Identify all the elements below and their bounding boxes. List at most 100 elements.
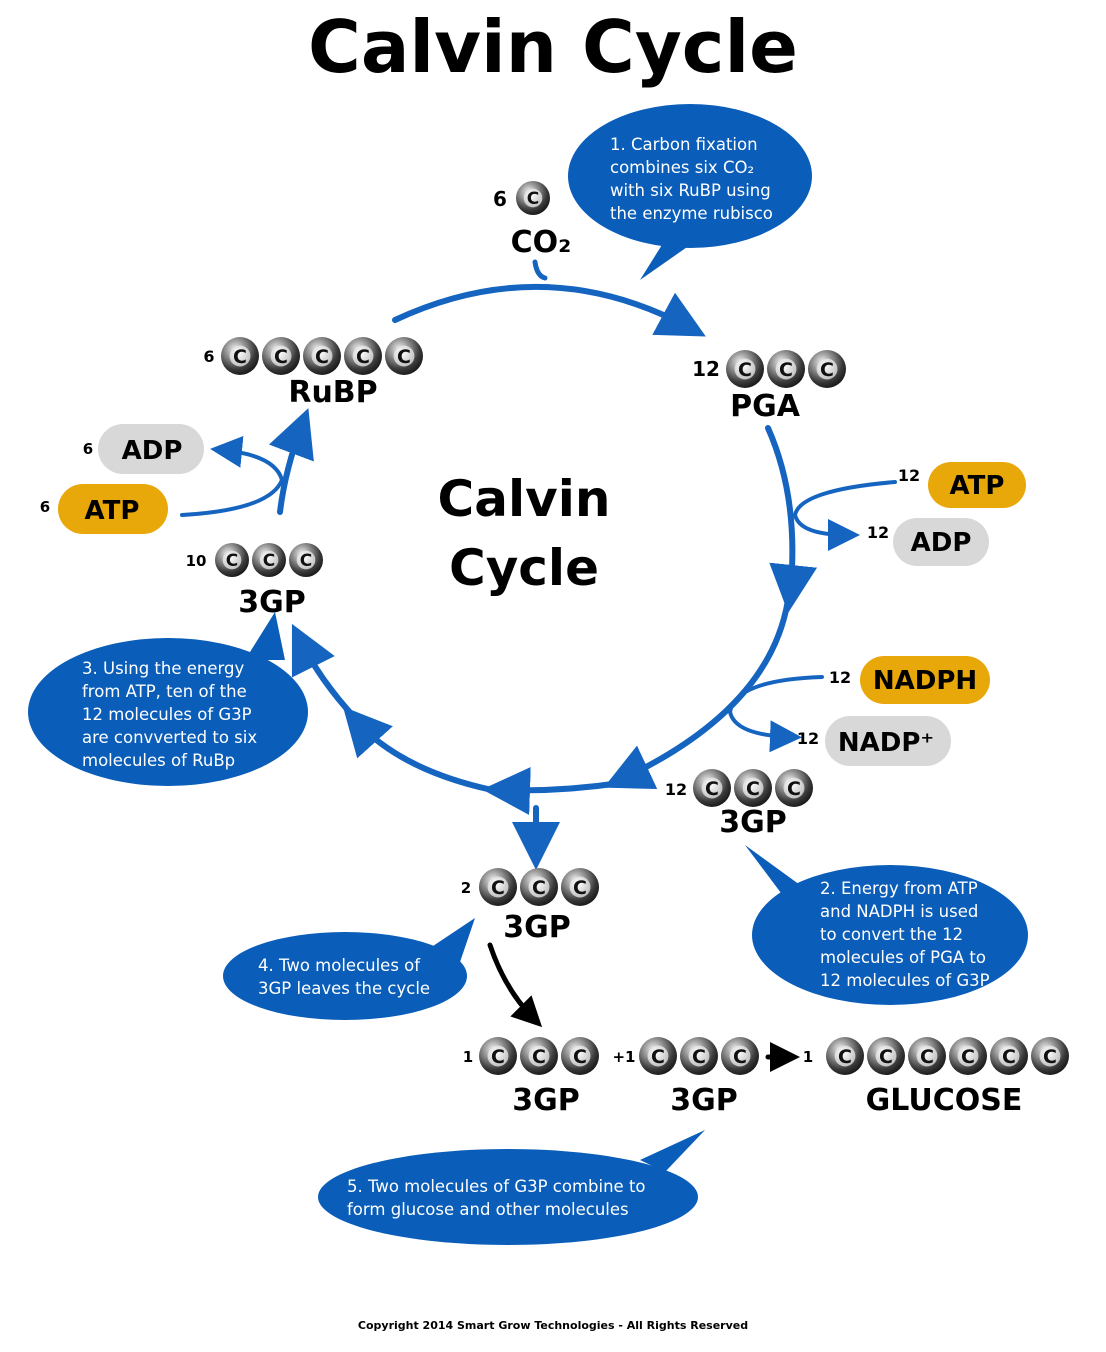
- carbon-letter: C: [263, 551, 275, 571]
- bubble-step2-line3: to convert the 12: [820, 925, 963, 944]
- carbon-letter: C: [491, 877, 505, 899]
- carbon-atom-icon: C: [867, 1037, 905, 1075]
- carbon-letter: C: [527, 189, 539, 209]
- carbon-atom-icon: C: [561, 1037, 599, 1075]
- carbon-letter: C: [491, 1046, 505, 1068]
- bubble-step4: 4. Two molecules of 3GP leaves the cycle: [223, 918, 475, 1020]
- pill-nadp: 12 NADP⁺: [797, 716, 951, 766]
- carbon-atom-icon: C: [949, 1037, 987, 1075]
- bubble-step5: 5. Two molecules of G3P combine to form …: [318, 1130, 705, 1245]
- carbon-atom-icon: C: [990, 1037, 1028, 1075]
- bubble-step3: 3. Using the energy from ATP, ten of the…: [28, 612, 308, 786]
- adp-left-label: ADP: [122, 436, 183, 466]
- arc-pga-to-3gp-upper: [765, 425, 818, 613]
- bubble-step2-line4: molecules of PGA to: [820, 948, 986, 967]
- adp-left-count: 6: [83, 440, 93, 458]
- carbon-letter: C: [532, 1046, 546, 1068]
- pill-adp-right: 12 ADP: [867, 518, 989, 566]
- bubble-step3-line3: 12 molecules of G3P: [82, 705, 252, 724]
- carbon-atom-icon: C: [775, 769, 813, 807]
- carbon-atom-icon: C: [385, 337, 423, 375]
- 3gp-a-label: 3GP: [512, 1083, 580, 1118]
- pill-adp-left: 6 ADP: [83, 424, 204, 474]
- carbon-letter: C: [1002, 1046, 1016, 1068]
- bubble-step2-line1: 2. Energy from ATP: [820, 879, 978, 898]
- arc-pga-to-3gp-lower: [603, 597, 791, 790]
- arrow-to-glucose-branch: [487, 942, 543, 1028]
- carbon-letter: C: [746, 778, 760, 800]
- 3gp-b-label: 3GP: [670, 1083, 738, 1118]
- carbon-atom-icon: C: [262, 337, 300, 375]
- bubble-step3-line5: molecules of RuBp: [82, 751, 235, 770]
- carbon-atom-icon: C: [520, 1037, 558, 1075]
- carbon-letter: C: [651, 1046, 665, 1068]
- carbon-letter: C: [573, 1046, 587, 1068]
- carbon-atom-icon: C: [767, 350, 805, 388]
- arc-bottom-lead: [482, 767, 623, 815]
- bubble-step4-line2: 3GP leaves the cycle: [258, 979, 430, 998]
- pill-nadph: 12 NADPH: [829, 656, 990, 704]
- carbon-atom-icon: C: [680, 1037, 718, 1075]
- bubble-step1-line1: 1. Carbon fixation: [610, 135, 758, 154]
- carbon-atom-icon: C: [1031, 1037, 1069, 1075]
- carbon-letter: C: [233, 346, 247, 368]
- carbon-letter: C: [879, 1046, 893, 1068]
- carbon-letter: C: [692, 1046, 706, 1068]
- bubble-step2-line5: 12 molecules of G3P: [820, 971, 990, 990]
- bubble-step4-line1: 4. Two molecules of: [258, 956, 421, 975]
- pill-atp-right: 12 ATP: [898, 462, 1026, 508]
- atp-left-label: ATP: [85, 496, 140, 526]
- cycle-center-label-line1: Calvin: [438, 470, 611, 528]
- bubble-step2-line2: and NADPH is used: [820, 902, 978, 921]
- bubble-step1-line3: with six RuBP using: [610, 181, 771, 200]
- carbon-letter: C: [733, 1046, 747, 1068]
- glucose-label: GLUCOSE: [866, 1083, 1023, 1118]
- 3gp-10-label: 3GP: [238, 585, 306, 620]
- carbon-letter: C: [787, 778, 801, 800]
- carbon-atom-icon: C: [561, 868, 599, 906]
- cycle-arrows: [268, 259, 818, 870]
- 3gp-b-count: +1: [612, 1048, 635, 1066]
- black-arrows: [487, 942, 800, 1072]
- carbon-letter: C: [705, 778, 719, 800]
- carbon-letter: C: [573, 877, 587, 899]
- carbon-letter: C: [274, 346, 288, 368]
- carbon-atom-icon: C: [520, 868, 558, 906]
- carbon-letter: C: [532, 877, 546, 899]
- 3gp-10-count: 10: [186, 552, 207, 570]
- pga-count: 12: [692, 357, 720, 381]
- nadph-nadp-branch: [727, 675, 824, 753]
- arc-co2-in: [532, 259, 548, 281]
- page-title: Calvin Cycle: [308, 5, 798, 89]
- arc-3gp-to-rubp: [268, 408, 314, 515]
- nadp-label: NADP⁺: [838, 728, 934, 758]
- bubble-step5-line1: 5. Two molecules of G3P combine to: [347, 1177, 646, 1196]
- carbon-atom-icon: C: [479, 868, 517, 906]
- carbon-atom-icon: C: [289, 543, 323, 577]
- carbon-atom-icon: C: [734, 769, 772, 807]
- glucose-count: 1: [803, 1048, 813, 1066]
- adp-right-count: 12: [867, 523, 889, 542]
- adp-right-label: ADP: [911, 528, 972, 558]
- carbon-atom-icon: C: [693, 769, 731, 807]
- nadp-count: 12: [797, 729, 819, 748]
- atp-right-label: ATP: [950, 471, 1005, 501]
- carbon-atom-icon: C: [808, 350, 846, 388]
- atp-adp-right-branch: [792, 480, 897, 551]
- 3gp-12-count: 12: [665, 780, 687, 799]
- carbon-atom-icon: C: [303, 337, 341, 375]
- bubble-step1-line2: combines six CO₂: [610, 158, 754, 177]
- pga-label: PGA: [730, 389, 801, 424]
- carbon-atom-icon: C: [252, 543, 286, 577]
- carbon-letter: C: [315, 346, 329, 368]
- bubble-step3-line1: 3. Using the energy: [82, 659, 244, 678]
- bubble-step2: 2. Energy from ATP and NADPH is used to …: [745, 845, 1028, 1005]
- carbon-atom-icon: C: [726, 350, 764, 388]
- pill-atp-left: 6 ATP: [40, 484, 168, 534]
